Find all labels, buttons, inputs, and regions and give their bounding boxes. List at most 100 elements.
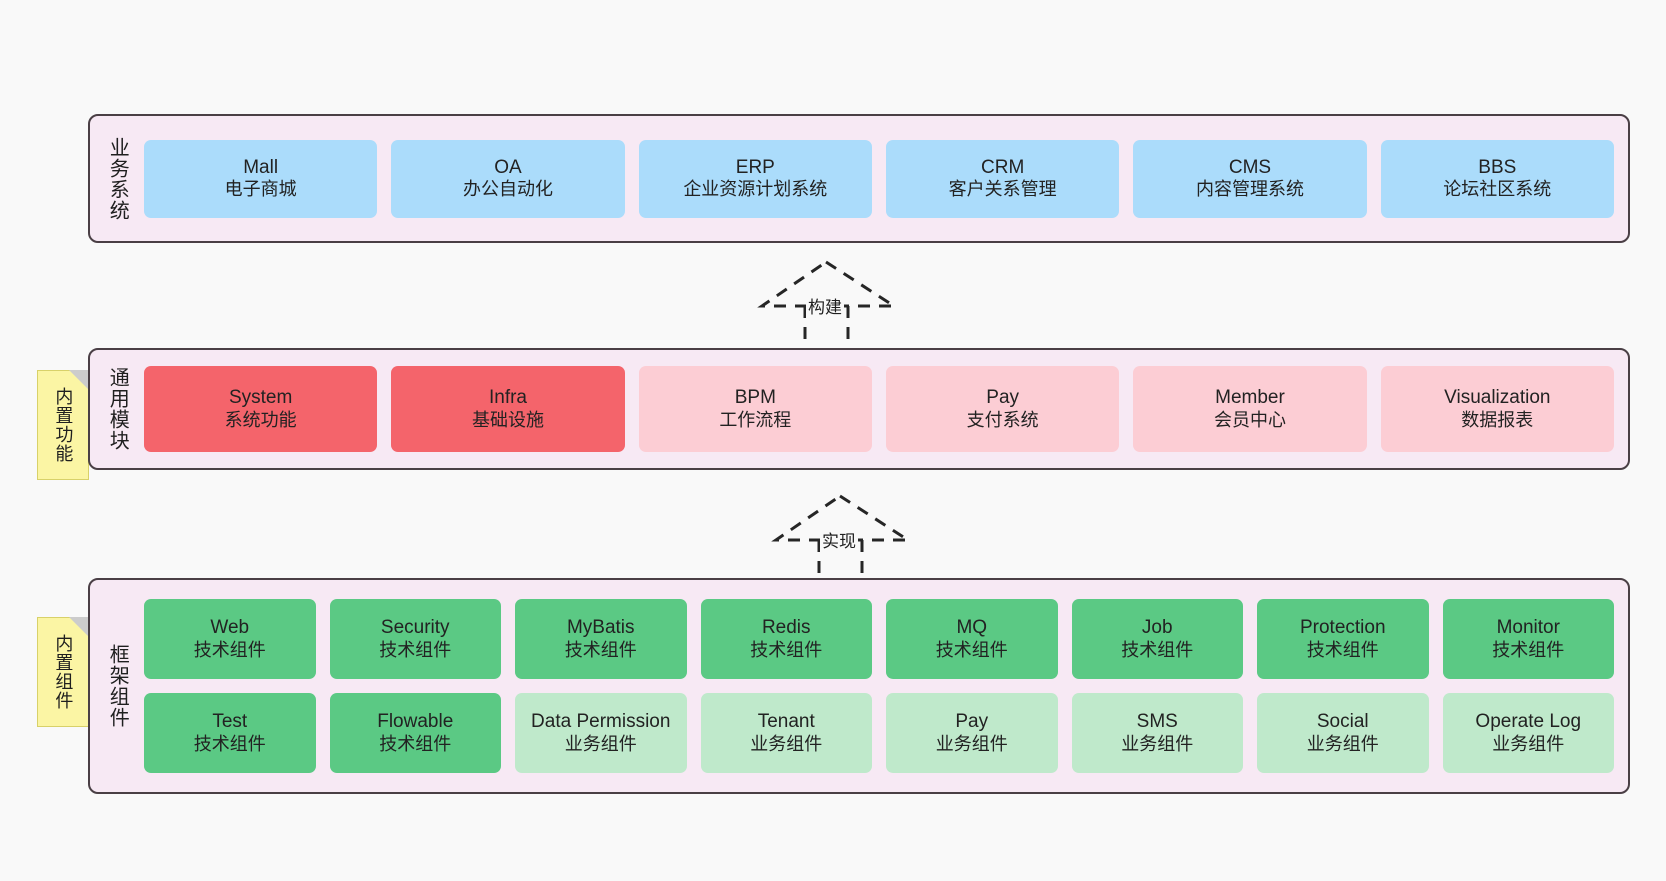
card-bpm-desc: 工作流程 [719, 409, 792, 430]
card-bbs[interactable]: BBS 论坛社区系统 [1380, 139, 1614, 218]
note-builtin-components: 内置组件 [37, 617, 89, 727]
card-mall-desc: 电子商城 [224, 179, 297, 200]
card-pay-component[interactable]: Pay 业务组件 [886, 693, 1058, 773]
card-protection-name: Protection [1299, 617, 1386, 639]
card-tenant-name: Tenant [757, 711, 815, 733]
connector-implement-label: 实现 [820, 527, 858, 552]
card-protection[interactable]: Protection 技术组件 [1257, 599, 1429, 679]
card-job-name: Job [1141, 617, 1173, 639]
card-oa[interactable]: OA 办公自动化 [391, 139, 625, 218]
card-pay-module-name: Pay [986, 387, 1020, 409]
card-infra-name: Infra [488, 387, 527, 409]
card-visualization[interactable]: Visualization 数据报表 [1380, 366, 1614, 452]
card-infra-desc: 基础设施 [471, 409, 544, 430]
card-cms-desc: 内容管理系统 [1195, 179, 1304, 200]
card-flowable[interactable]: Flowable 技术组件 [329, 693, 501, 773]
card-social[interactable]: Social 业务组件 [1257, 693, 1429, 773]
connector-implement: 实现 [771, 492, 914, 574]
card-mybatis-name: MyBatis [566, 617, 635, 639]
card-sms[interactable]: SMS 业务组件 [1071, 693, 1243, 773]
note-builtin-functions: 内置功能 [37, 370, 89, 480]
card-bbs-name: BBS [1478, 156, 1517, 178]
card-sms-desc: 业务组件 [1121, 733, 1194, 754]
card-visualization-desc: 数据报表 [1461, 409, 1534, 430]
card-flowable-desc: 技术组件 [379, 733, 452, 754]
card-crm[interactable]: CRM 客户关系管理 [885, 139, 1120, 218]
card-crm-name: CRM [981, 156, 1025, 178]
card-monitor-name: Monitor [1496, 617, 1560, 639]
card-job[interactable]: Job 技术组件 [1071, 599, 1243, 679]
implement-shaft [817, 540, 864, 574]
card-pay-module[interactable]: Pay 支付系统 [885, 366, 1120, 452]
card-bbs-desc: 论坛社区系统 [1443, 179, 1552, 200]
layer-components-title: 框架组件 [106, 644, 129, 728]
card-social-desc: 业务组件 [1306, 733, 1379, 754]
component-tech-row: Web 技术组件 Security 技术组件 MyBatis 技术组件 Redi… [144, 599, 1614, 679]
card-bpm[interactable]: BPM 工作流程 [638, 366, 872, 452]
card-bpm-name: BPM [734, 387, 776, 409]
layer-common-modules: 通用模块 System 系统功能 Infra 基础设施 BPM 工作流程 Pay [88, 348, 1630, 470]
card-oa-desc: 办公自动化 [462, 179, 553, 200]
card-redis-desc: 技术组件 [750, 639, 823, 660]
module-card-row: System 系统功能 Infra 基础设施 BPM 工作流程 Pay 支付系统… [144, 366, 1614, 452]
card-test[interactable]: Test 技术组件 [144, 693, 316, 773]
card-test-name: Test [212, 711, 248, 733]
business-card-row: Mall 电子商城 OA 办公自动化 ERP 企业资源计划系统 CRM 客户关系… [144, 139, 1614, 218]
layer-framework-components: 框架组件 Web 技术组件 Security 技术组件 MyBatis 技术组件… [88, 578, 1630, 794]
layer-modules-body: System 系统功能 Infra 基础设施 BPM 工作流程 Pay 支付系统… [144, 350, 1628, 468]
card-security-desc: 技术组件 [379, 639, 452, 660]
card-data-permission-name: Data Permission [531, 711, 671, 733]
card-pay-component-name: Pay [955, 711, 989, 733]
card-member[interactable]: Member 会员中心 [1133, 366, 1367, 452]
card-pay-module-desc: 支付系统 [966, 409, 1039, 430]
card-oa-name: OA [494, 156, 522, 178]
card-monitor[interactable]: Monitor 技术组件 [1442, 599, 1614, 679]
card-sms-name: SMS [1136, 711, 1178, 733]
component-biz-row: Test 技术组件 Flowable 技术组件 Data Permission … [144, 693, 1614, 773]
card-data-permission-desc: 业务组件 [564, 733, 637, 754]
card-data-permission[interactable]: Data Permission 业务组件 [515, 693, 687, 773]
card-cms[interactable]: CMS 内容管理系统 [1133, 139, 1367, 218]
layer-business-body: Mall 电子商城 OA 办公自动化 ERP 企业资源计划系统 CRM 客户关系… [144, 116, 1628, 241]
card-redis[interactable]: Redis 技术组件 [700, 599, 872, 679]
card-monitor-desc: 技术组件 [1492, 639, 1565, 660]
card-system-name: System [228, 387, 293, 409]
card-web-name: Web [210, 617, 250, 639]
card-test-desc: 技术组件 [193, 733, 266, 754]
note-builtin-components-label: 内置组件 [53, 634, 74, 710]
note-builtin-functions-label: 内置功能 [53, 387, 74, 463]
card-member-name: Member [1215, 387, 1285, 409]
card-mq-desc: 技术组件 [935, 639, 1008, 660]
card-mall-name: Mall [243, 156, 279, 178]
card-operate-log-name: Operate Log [1475, 711, 1582, 733]
card-tenant[interactable]: Tenant 业务组件 [700, 693, 872, 773]
card-pay-component-desc: 业务组件 [935, 733, 1008, 754]
card-erp-name: ERP [735, 156, 775, 178]
card-flowable-name: Flowable [377, 711, 454, 733]
card-tenant-desc: 业务组件 [750, 733, 823, 754]
card-infra[interactable]: Infra 基础设施 [391, 366, 625, 452]
card-erp-desc: 企业资源计划系统 [683, 179, 828, 200]
card-mall[interactable]: Mall 电子商城 [144, 139, 378, 218]
card-erp[interactable]: ERP 企业资源计划系统 [638, 139, 872, 218]
card-operate-log[interactable]: Operate Log 业务组件 [1442, 693, 1614, 773]
layer-business-title: 业务系统 [106, 136, 129, 221]
card-cms-name: CMS [1228, 156, 1272, 178]
card-member-desc: 会员中心 [1213, 409, 1286, 430]
card-system[interactable]: System 系统功能 [144, 366, 378, 452]
card-web[interactable]: Web 技术组件 [144, 599, 316, 679]
layer-components-body: Web 技术组件 Security 技术组件 MyBatis 技术组件 Redi… [144, 580, 1628, 792]
card-mq[interactable]: MQ 技术组件 [886, 599, 1058, 679]
card-crm-desc: 客户关系管理 [948, 179, 1057, 200]
card-web-desc: 技术组件 [193, 639, 266, 660]
layer-business-system: 业务系统 Mall 电子商城 OA 办公自动化 ERP 企业资源计划系统 CRM [88, 114, 1630, 243]
card-mybatis-desc: 技术组件 [564, 639, 637, 660]
build-shaft [803, 306, 850, 340]
card-system-desc: 系统功能 [224, 409, 297, 430]
card-operate-log-desc: 业务组件 [1492, 733, 1565, 754]
card-protection-desc: 技术组件 [1306, 639, 1379, 660]
layer-modules-title: 通用模块 [106, 367, 129, 451]
card-security[interactable]: Security 技术组件 [329, 599, 501, 679]
card-mybatis[interactable]: MyBatis 技术组件 [515, 599, 687, 679]
